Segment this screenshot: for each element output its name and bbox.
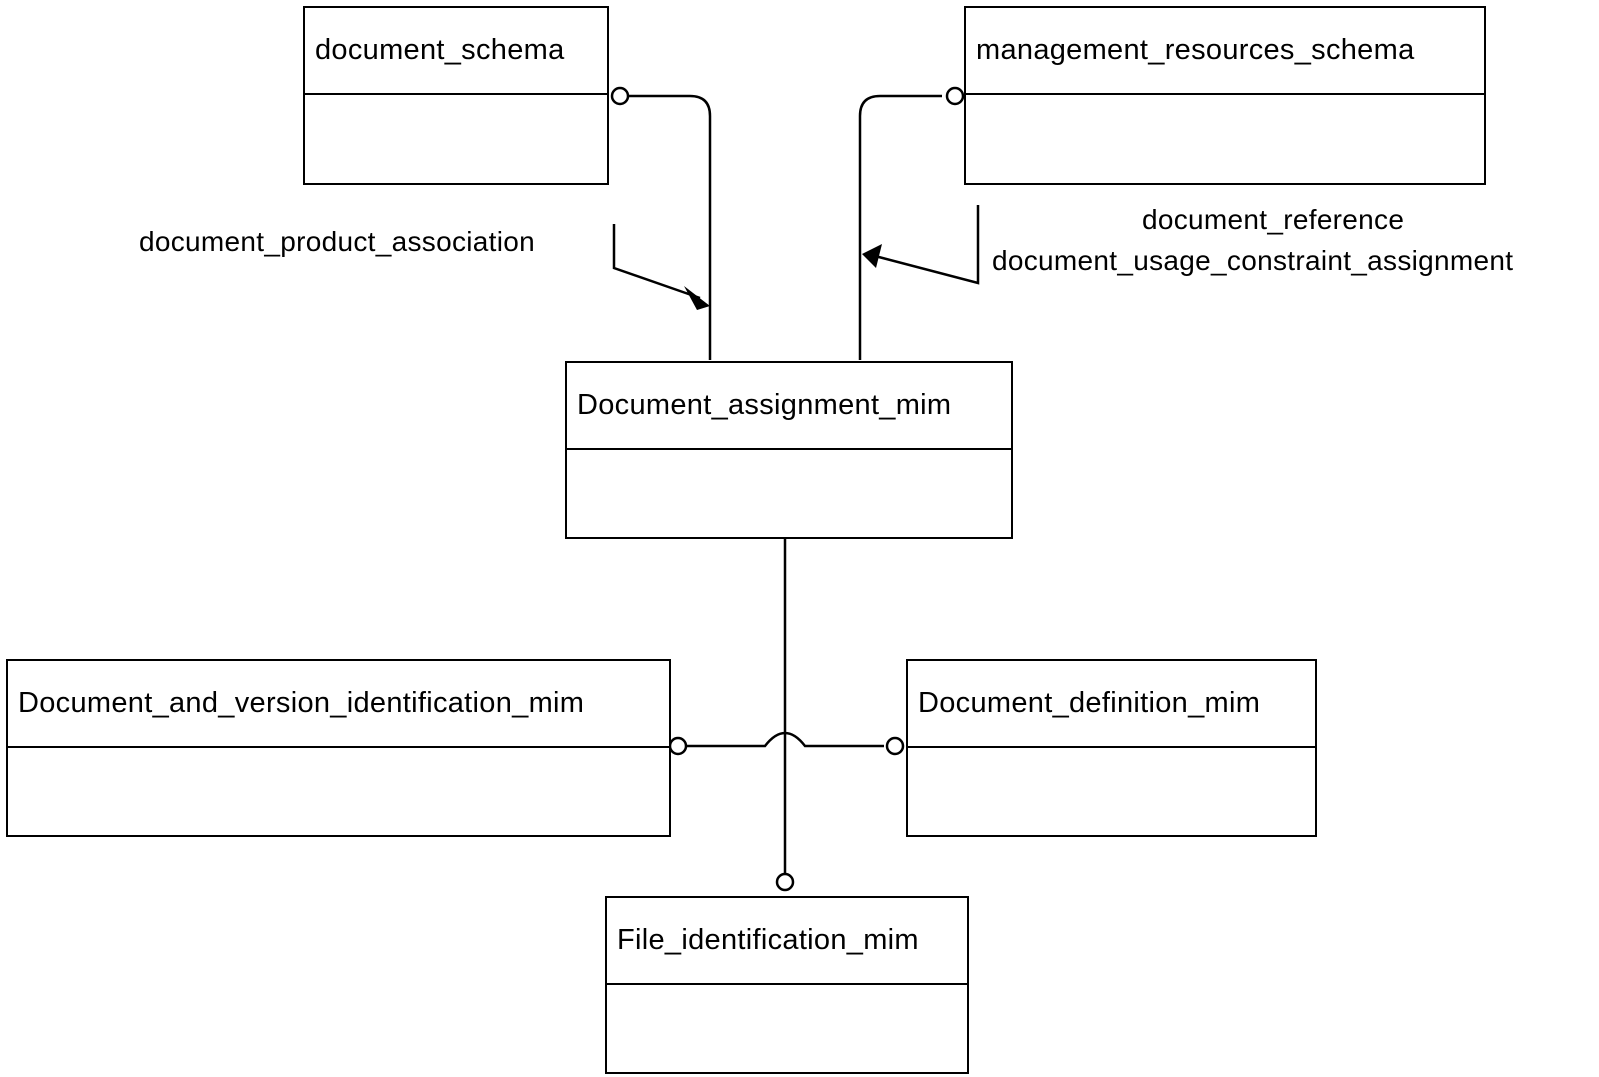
document-assignment-mim-box[interactable]: Document_assignment_mim [565,361,1013,539]
file-identification-mim-title: File_identification_mim [607,898,967,985]
document-assignment-mim-title: Document_assignment_mim [567,363,1011,450]
arrowhead-right [862,244,882,268]
document-and-version-identification-mim-title: Document_and_version_identification_mim [8,661,669,748]
end-circle-management-resources-schema [945,86,965,106]
end-circle-file-identification [775,872,795,892]
management-resources-schema-title: management_resources_schema [966,8,1484,95]
left-reference-label: document_product_association [139,226,535,257]
arrowhead-left [684,286,710,310]
document-and-version-identification-mim-box[interactable]: Document_and_version_identification_mim [6,659,671,837]
management-resources-schema-box[interactable]: management_resources_schema [964,6,1486,185]
connector-management-resources-schema [858,94,942,360]
document-definition-mim-box[interactable]: Document_definition_mim [906,659,1317,837]
leader-left-label [612,224,701,300]
connector-document-schema [617,94,712,360]
connector-version-to-definition [678,731,884,748]
right-reference-label-1: document_reference [1142,204,1405,235]
end-circle-document-schema [610,86,630,106]
document-schema-title: document_schema [305,8,607,95]
leader-right-labels [874,205,980,285]
document-definition-mim-title: Document_definition_mim [908,661,1315,748]
right-reference-label-2: document_usage_constraint_assignment [992,245,1514,276]
document-schema-box[interactable]: document_schema [303,6,609,185]
end-circle-document-definition [885,736,905,756]
file-identification-mim-box[interactable]: File_identification_mim [605,896,969,1074]
end-circle-version-identification [668,736,688,756]
